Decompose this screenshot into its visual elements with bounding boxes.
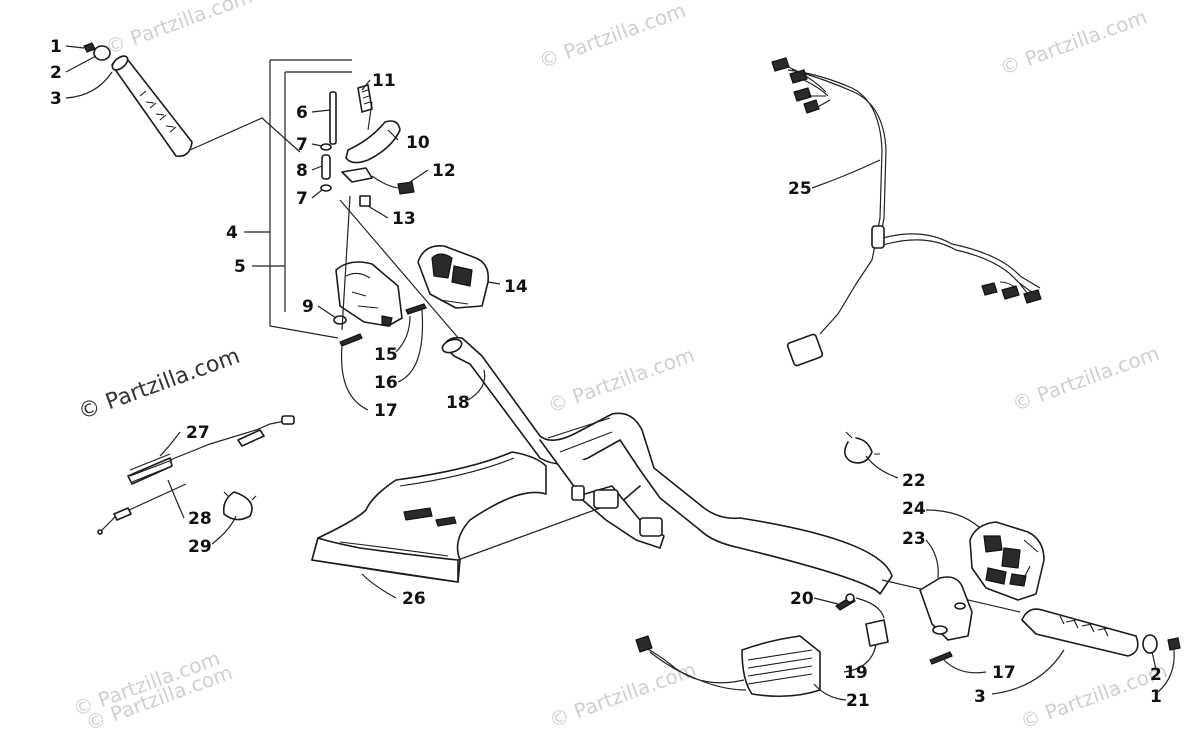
screw-1-right	[1167, 637, 1181, 651]
bracket-line-4	[269, 59, 352, 339]
callout-7-upper: 7	[296, 135, 308, 155]
left-grip-assembly	[83, 42, 193, 158]
callout-21: 21	[846, 691, 870, 711]
callout-9: 9	[302, 297, 314, 317]
callout-10: 10	[406, 133, 430, 153]
watermark-text: © Partzilla.com	[536, 0, 689, 73]
washer-7-upper	[320, 143, 332, 151]
callout-2-left: 2	[50, 63, 62, 83]
sleeve-8	[321, 154, 331, 180]
callout-1-right: 1	[1150, 687, 1162, 707]
clamp-29	[222, 491, 253, 521]
callout-7-lower: 7	[296, 189, 308, 209]
callout-28: 28	[188, 509, 212, 529]
cable-adjuster	[237, 429, 265, 447]
wiring-harness-25	[771, 57, 1042, 367]
bracket-line-5	[284, 71, 352, 312]
callout-6: 6	[296, 103, 308, 123]
callout-25: 25	[788, 179, 812, 199]
pad-26	[311, 451, 547, 583]
callout-16: 16	[374, 373, 398, 393]
screw-17-right	[929, 651, 953, 665]
bushing-19	[865, 619, 889, 647]
callout-20: 20	[790, 589, 814, 609]
washer-2-left	[93, 45, 111, 61]
callout-5: 5	[234, 257, 246, 277]
callout-12: 12	[432, 161, 456, 181]
callout-29: 29	[188, 537, 212, 557]
callout-22: 22	[902, 471, 926, 491]
grip-3-left	[111, 57, 193, 158]
screw-15	[405, 303, 427, 315]
callout-23: 23	[902, 529, 926, 549]
watermark-text: © Partzilla.com	[544, 342, 697, 417]
callout-2-right: 2	[1150, 665, 1162, 685]
callout-18: 18	[446, 393, 470, 413]
bracket-12	[341, 167, 373, 183]
callout-8: 8	[296, 161, 308, 181]
watermark-text: © Partzilla.com	[1009, 341, 1162, 416]
callout-26: 26	[402, 589, 426, 609]
callout-19: 19	[844, 663, 868, 683]
callout-27: 27	[186, 423, 210, 443]
callout-11: 11	[372, 71, 396, 91]
connector-12	[397, 181, 415, 195]
washer-2-right	[1142, 634, 1158, 654]
callout-15: 15	[374, 345, 398, 365]
callout-24: 24	[902, 499, 926, 519]
callout-4: 4	[226, 223, 238, 243]
throttle-housing-9	[335, 261, 403, 327]
screw-17-left	[339, 333, 363, 347]
handlebar-18	[441, 336, 893, 595]
callout-17-left: 17	[374, 401, 398, 421]
callout-labels: 1 2 3 4 5 6 7 8 7 9 10 11 12 13 14 15 16…	[50, 37, 1162, 711]
watermarks: © Partzilla.com © Partzilla.com © Partzi…	[70, 0, 1170, 735]
clamp-22	[844, 437, 873, 464]
bolt-6	[329, 91, 337, 145]
watermark-text: © Partzilla.com	[1017, 658, 1170, 733]
screw-1-left	[83, 42, 96, 53]
block-13	[359, 195, 371, 207]
leader-lines	[65, 45, 1175, 701]
callout-13: 13	[392, 209, 416, 229]
logo-decal	[403, 507, 433, 521]
callout-3-left: 3	[50, 89, 62, 109]
bracket-23	[919, 576, 973, 641]
callout-3-right: 3	[974, 687, 986, 707]
part-11	[357, 84, 373, 113]
watermark-text: © Partzilla.com	[102, 0, 255, 59]
heater-element-21	[635, 635, 821, 698]
watermark-text: © Partzilla.com	[997, 5, 1150, 80]
main-watermark: © Partzilla.com	[75, 344, 243, 426]
connector-main	[786, 333, 824, 367]
callout-1-left: 1	[50, 37, 62, 57]
throttle-lever-10	[345, 120, 401, 164]
callout-17-right: 17	[992, 663, 1016, 683]
washer-7-lower	[320, 184, 332, 192]
grip-3-right	[1021, 608, 1139, 657]
throttle-cable	[97, 415, 295, 535]
callout-14: 14	[504, 277, 528, 297]
